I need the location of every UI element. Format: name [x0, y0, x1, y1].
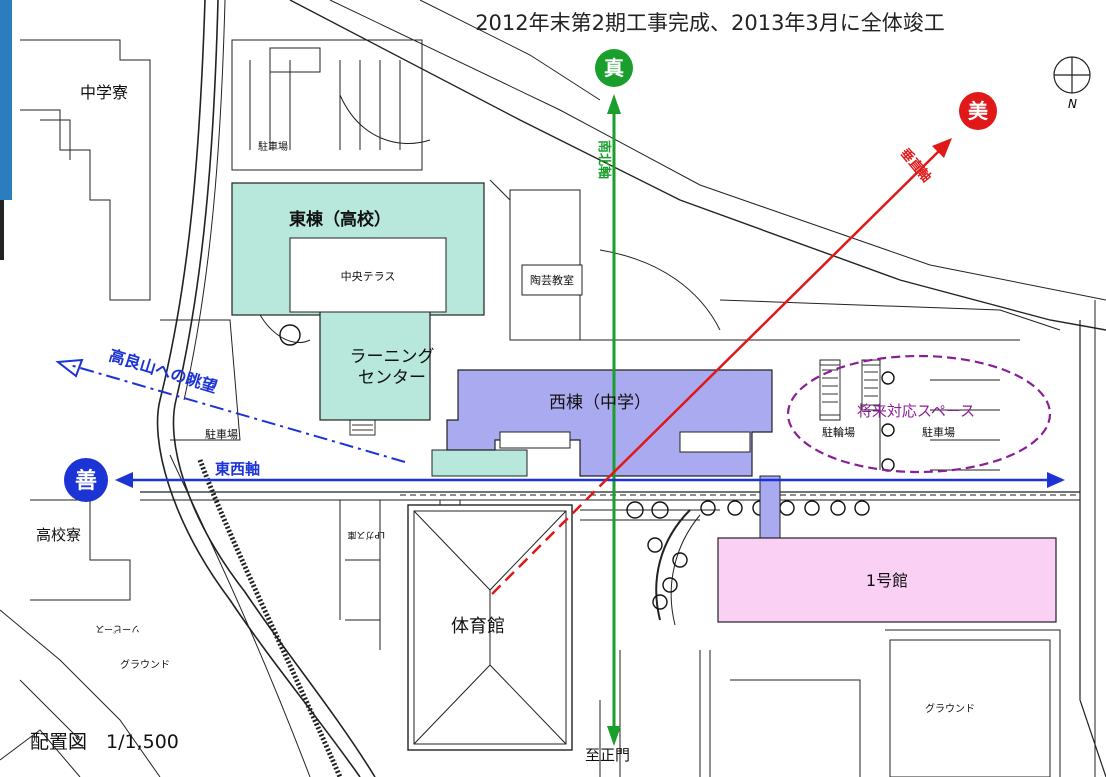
east-west-arrow-right — [1047, 472, 1065, 488]
goodness-axis-marker — [64, 458, 108, 502]
view-line — [69, 364, 406, 463]
north-south-axis-label: 南北軸 — [596, 140, 612, 179]
parking-east-label: 駐車場 — [922, 425, 955, 439]
scale-label: 配置図 1/1,500 — [30, 731, 179, 753]
east-west-arrow-left — [115, 472, 133, 488]
hall-1-label: 1号館 — [866, 571, 908, 590]
west-building-label: 西棟（中学） — [549, 393, 651, 413]
central-terrace — [289, 237, 447, 313]
east-west-axis-label: 東西軸 — [215, 460, 260, 478]
page-title: 2012年末第2期工事完成、2013年3月に全体竣工 — [475, 11, 945, 35]
accent-bar-dark — [0, 200, 4, 260]
west-building-void-2 — [679, 431, 751, 453]
parking-west-label: 駐車場 — [205, 427, 238, 441]
true-axis-marker — [595, 49, 633, 87]
north-south-arrow-bottom — [607, 726, 621, 746]
future-space-label: 将来対応スペース — [857, 402, 975, 420]
ground-left-label: グラウンド — [120, 658, 170, 671]
compass: N — [1053, 56, 1091, 111]
bicycle-parking-label: 駐輪場 — [822, 425, 855, 439]
beauty-axis-symbol: 美 — [968, 99, 989, 123]
gym-label: 体育館 — [451, 616, 505, 637]
central-terrace-label: 中央テラス — [341, 270, 396, 283]
vertical-axis-arrow — [932, 138, 952, 158]
hs-dorm-label: 高校寮 — [36, 526, 81, 544]
true-axis-symbol: 真 — [604, 56, 624, 80]
north-south-arrow-top — [607, 94, 621, 114]
jr-dorm-label: 中学寮 — [80, 83, 128, 102]
compass-letter: N — [1068, 97, 1077, 111]
ground-right-label: グラウンド — [925, 702, 975, 715]
goodness-axis-symbol: 善 — [75, 468, 97, 494]
view-line-arrow — [55, 358, 84, 378]
vertical-axis-dashed — [489, 477, 609, 597]
west-building-link — [759, 475, 781, 539]
gymnasium-roof — [413, 510, 567, 745]
west-building-void — [499, 431, 571, 449]
vertical-axis-label: 垂直軸 — [897, 145, 934, 185]
learning-center-label-1: ラーニング — [350, 347, 435, 367]
connector-block — [431, 449, 528, 477]
lp-gas-label: LPガス庫 — [348, 529, 385, 541]
main-gate-label: 至正門 — [585, 746, 630, 764]
learning-center-block — [319, 299, 431, 421]
learning-center-label-2: センター — [358, 368, 426, 388]
pottery-label: 陶芸教室 — [530, 273, 574, 287]
accent-bar — [0, 0, 12, 200]
hall-1 — [717, 537, 1057, 623]
vertical-axis — [607, 147, 943, 479]
small-field-label: ソーピース — [95, 623, 140, 634]
beauty-axis-marker — [959, 92, 997, 130]
pottery-room — [521, 264, 583, 296]
future-space-outline — [786, 354, 1052, 474]
gym-roof-lines — [413, 510, 567, 745]
parking-north-label: 駐車場 — [258, 140, 288, 153]
east-building-label: 東棟（高校） — [289, 209, 391, 230]
